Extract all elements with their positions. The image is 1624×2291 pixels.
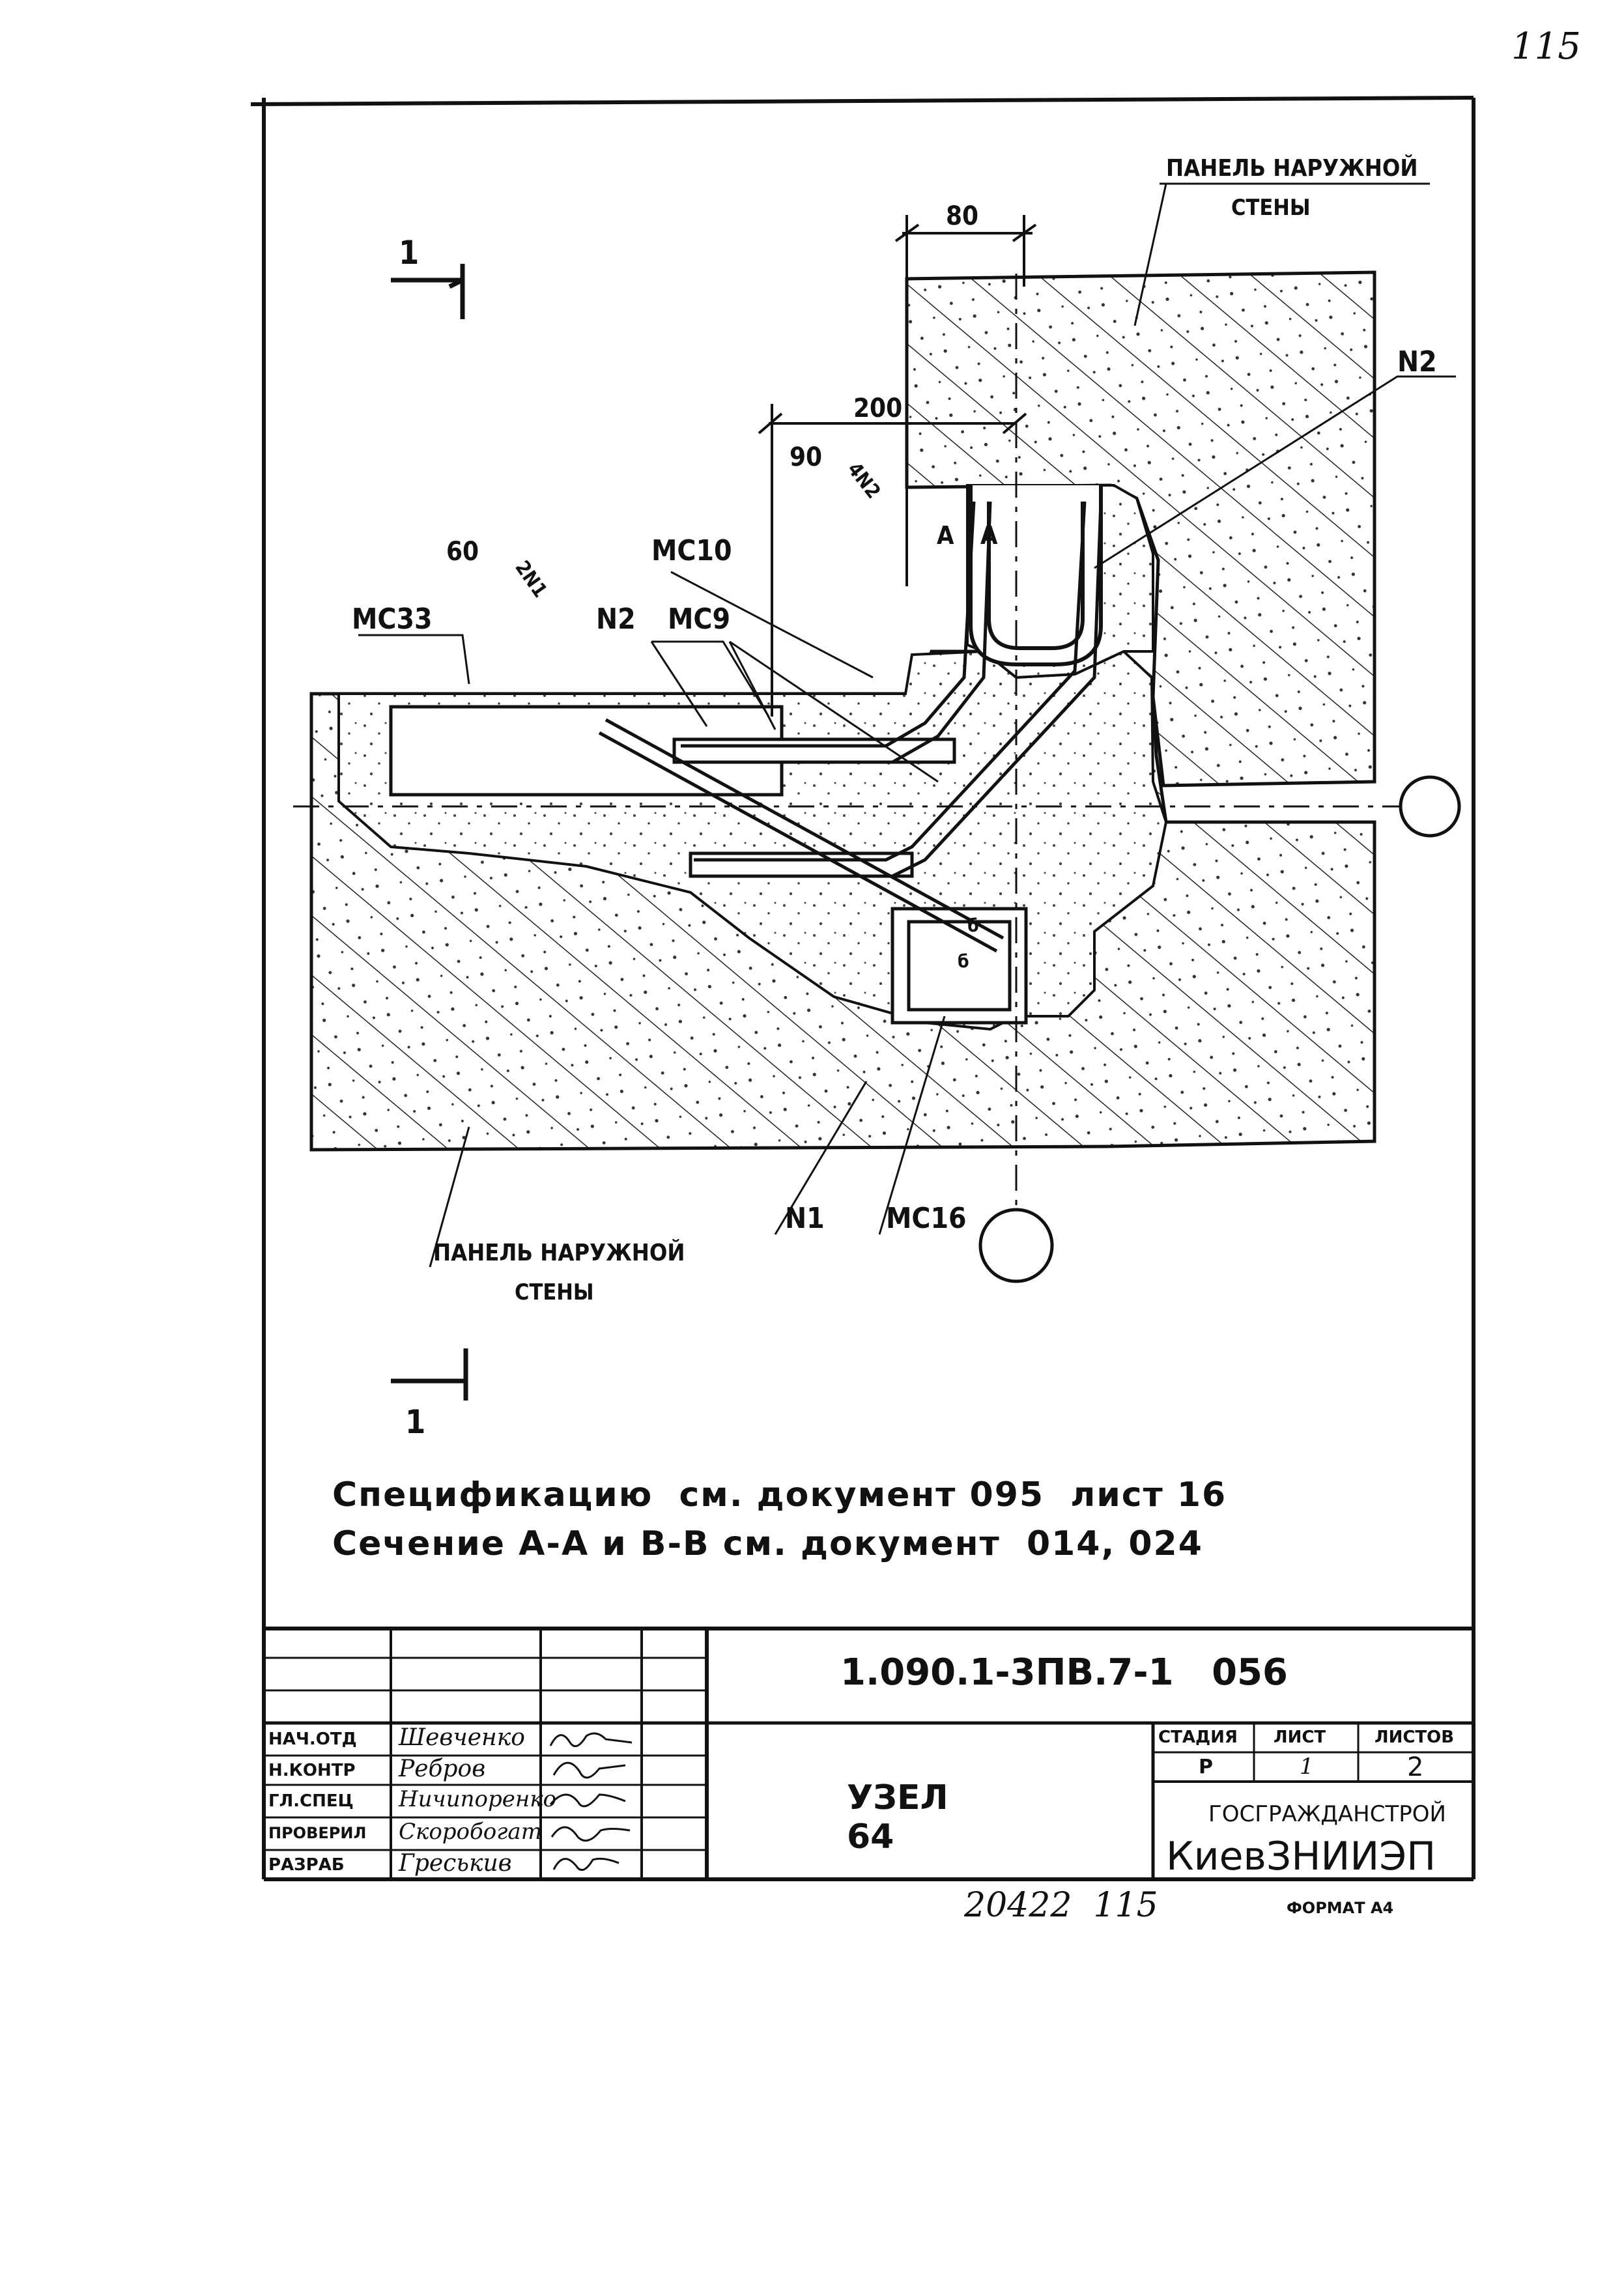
- role-label: ГЛ.СПЕЦ: [268, 1791, 354, 1811]
- organization-line-2: КиевЗНИИЭП: [1166, 1834, 1436, 1879]
- node-title: УЗЕЛ 64: [847, 1778, 948, 1857]
- label-panel-top-1: ПАНЕЛЬ НАРУЖНОЙ: [1166, 154, 1418, 182]
- label-panel-top-2: СТЕНЫ: [1231, 195, 1311, 221]
- label-small-b-2: б: [958, 950, 969, 972]
- label-weld-4n2: 4N2: [843, 458, 885, 503]
- axis-markers: [978, 775, 1461, 1283]
- document-code: 1.090.1-3ПВ.7-1 056: [840, 1651, 1288, 1694]
- role-name: Скоробогат: [399, 1819, 542, 1845]
- role-label: ПРОВЕРИЛ: [268, 1824, 367, 1842]
- stage-value: Р: [1199, 1756, 1213, 1778]
- label-n1: N1: [785, 1202, 825, 1235]
- note-specification: Спецификацию см. документ 095 лист 16: [332, 1475, 1227, 1515]
- label-dim-200: 200: [853, 393, 902, 423]
- sheet-format: ФОРМАТ А4: [1287, 1899, 1394, 1917]
- sheets-value: 2: [1407, 1752, 1424, 1782]
- role-label: РАЗРАБ: [268, 1855, 345, 1875]
- corner-sheet-number: 115: [1511, 25, 1581, 68]
- archive-number: 20422 115: [964, 1886, 1158, 1925]
- drawing-labels: ПАНЕЛЬ НАРУЖНОЙ СТЕНЫ 80 200 90 4N2 60 2…: [352, 25, 1581, 1441]
- note-sections: Сечение А-А и В-В см. документ 014, 024: [332, 1524, 1203, 1563]
- stage-header: СТАДИЯ: [1158, 1728, 1238, 1747]
- label-section-a-1: А: [937, 521, 954, 550]
- label-dim-90: 90: [790, 442, 822, 472]
- label-mc10: МС10: [651, 534, 732, 567]
- role-name: Шевченко: [399, 1724, 525, 1751]
- label-section-a-2: А: [980, 521, 998, 550]
- role-name: Ребров: [399, 1756, 486, 1782]
- title-block-grid: [264, 1627, 1474, 1879]
- embedded-part-mc16: [890, 907, 1028, 1025]
- label-n2-right: N2: [1397, 345, 1437, 378]
- label-mc33: МС33: [352, 603, 433, 636]
- dimension-lines: [758, 215, 1037, 717]
- role-name: Греськив: [399, 1850, 512, 1877]
- sheet-value: 1: [1300, 1754, 1314, 1780]
- drawing-frame: [250, 96, 1475, 1881]
- leader-lines: [358, 182, 1456, 1268]
- axis-lines: [293, 274, 1407, 1212]
- label-mc9: МС9: [668, 603, 730, 636]
- label-dim-60: 60: [446, 537, 479, 567]
- role-name: Ничипоренко: [399, 1786, 557, 1812]
- anchor-bars: [598, 501, 1103, 953]
- label-mc16: МС16: [886, 1202, 967, 1235]
- label-cut-top: 1: [399, 234, 419, 272]
- label-weld-2n1: 2N1: [510, 557, 551, 602]
- u-channel: [969, 485, 1103, 666]
- label-panel-bottom-1: ПАНЕЛЬ НАРУЖНОЙ: [433, 1239, 685, 1266]
- label-small-b-1: б: [967, 915, 979, 936]
- sheet-header: ЛИСТ: [1274, 1728, 1326, 1747]
- sheets-header: ЛИСТОВ: [1375, 1728, 1455, 1747]
- label-cut-bottom: 1: [405, 1403, 425, 1441]
- label-panel-bottom-2: СТЕНЫ: [515, 1279, 594, 1305]
- section-cut-markers: [391, 264, 468, 1401]
- organization-line-1: ГОСГРАЖДАНСТРОЙ: [1208, 1801, 1446, 1827]
- label-dim-80: 80: [946, 201, 978, 231]
- role-label: НАЧ.ОТД: [268, 1729, 357, 1749]
- role-label: Н.КОНТР: [268, 1761, 356, 1780]
- steel-plate-horizontal: [672, 737, 956, 878]
- signatures: [549, 1732, 633, 1871]
- label-n2-left: N2: [596, 603, 636, 636]
